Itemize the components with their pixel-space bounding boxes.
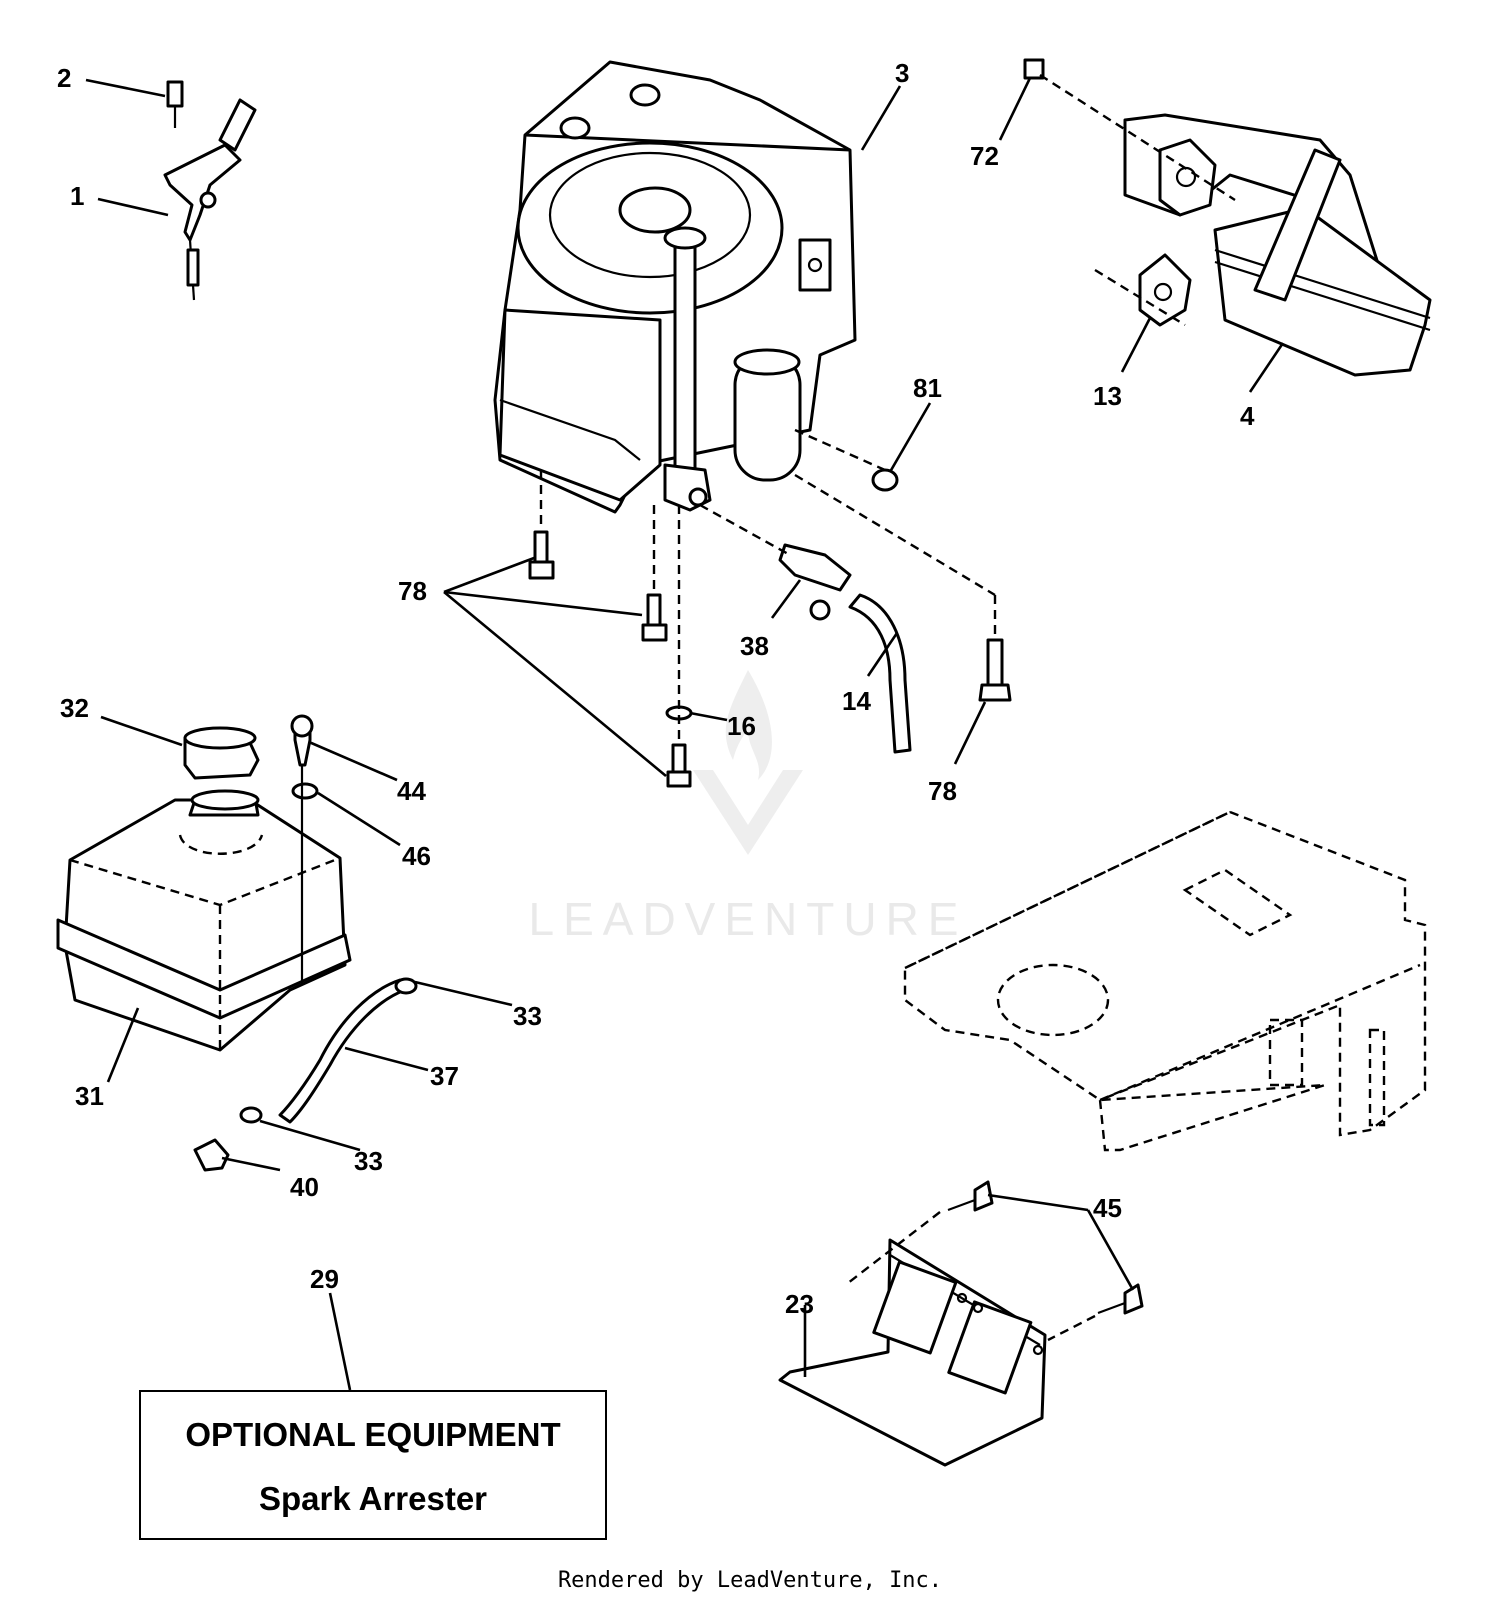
tractor-frame-part — [903, 810, 1427, 1152]
callout-33-a: 33 — [513, 1001, 542, 1031]
callout-37: 37 — [430, 1061, 459, 1091]
callout-13: 13 — [1093, 381, 1122, 411]
spark-arrester-label: Spark Arrester — [258, 1480, 488, 1517]
callout-78-b: 78 — [928, 776, 957, 806]
callout-45: 45 — [1093, 1193, 1122, 1223]
callout-32: 32 — [60, 693, 89, 723]
fuel-line-part[interactable] — [193, 977, 418, 1172]
muffler-part[interactable] — [1023, 58, 1432, 377]
callout-38: 38 — [740, 631, 769, 661]
callout-78-a: 78 — [398, 576, 427, 606]
watermark-logo-icon — [688, 660, 808, 860]
callout-14: 14 — [842, 686, 871, 716]
callout-31: 31 — [75, 1081, 104, 1111]
callout-1: 1 — [70, 181, 84, 211]
callout-40: 40 — [290, 1172, 319, 1202]
callout-16: 16 — [727, 711, 756, 741]
callout-23: 23 — [785, 1289, 814, 1319]
footer-credit: Rendered by LeadVenture, Inc. — [557, 1568, 943, 1593]
callout-81: 81 — [913, 373, 942, 403]
callout-2: 2 — [57, 63, 71, 93]
callout-33-b: 33 — [354, 1146, 383, 1176]
optional-equipment-box: OPTIONAL EQUIPMENT Spark Arrester — [139, 1390, 607, 1540]
fuel-tank-part[interactable] — [56, 714, 352, 1052]
optional-equipment-title: OPTIONAL EQUIPMENT — [185, 1416, 561, 1453]
callout-3: 3 — [895, 58, 909, 88]
callout-labels: 2 1 3 72 13 4 81 78 38 14 16 78 32 44 46… — [57, 58, 1255, 1319]
leader-lines — [85, 77, 1285, 1391]
throttle-control-part[interactable] — [163, 80, 257, 301]
callout-72: 72 — [970, 141, 999, 171]
callout-4: 4 — [1240, 401, 1255, 431]
engine-part[interactable] — [493, 60, 857, 514]
watermark-text: LEADVENTURE — [528, 893, 968, 945]
callout-46: 46 — [402, 841, 431, 871]
heat-shield-part[interactable] — [778, 1180, 1144, 1467]
callout-29: 29 — [310, 1264, 339, 1294]
engine-mount-bolts-part[interactable] — [528, 470, 693, 788]
callout-44: 44 — [397, 776, 426, 806]
